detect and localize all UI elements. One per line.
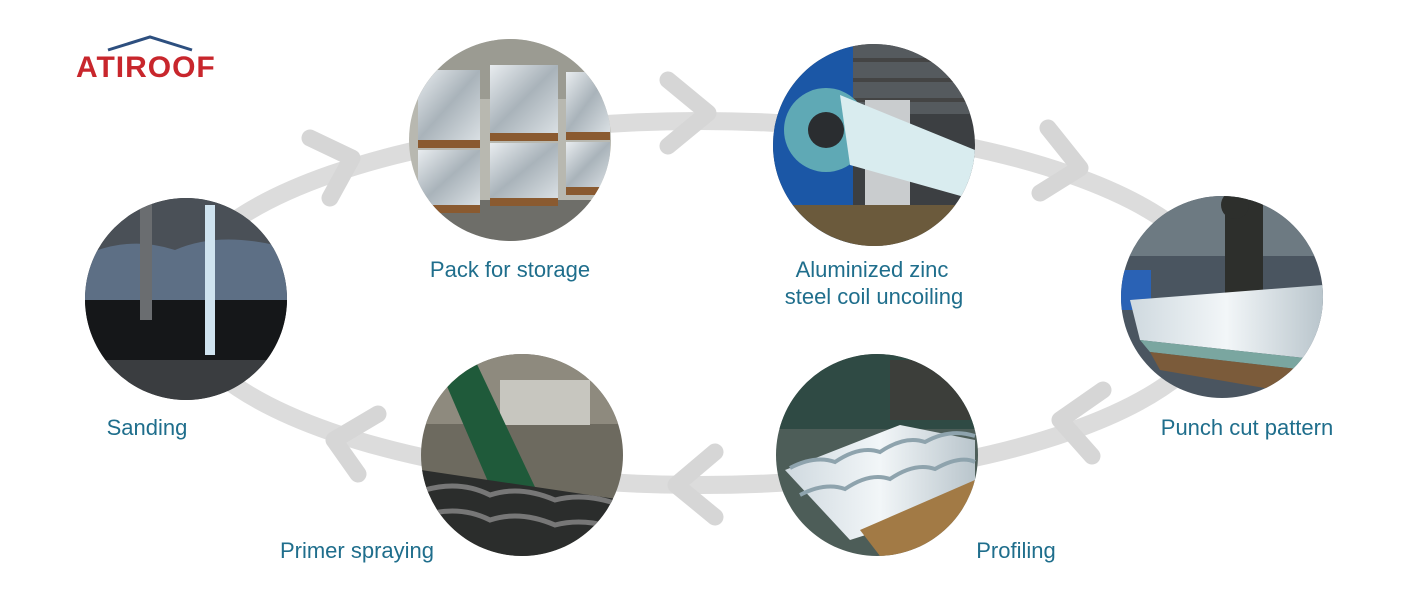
profiled-tiles-photo [776, 354, 978, 556]
arrow-pack-to-uncoil-icon [659, 71, 717, 155]
arrow-uncoil-to-punch-icon [1031, 119, 1089, 202]
punched-sheets-photo [1121, 196, 1323, 398]
logo-roof-icon [107, 35, 193, 52]
arrow-punch-to-profiling-icon [1051, 381, 1112, 465]
arrow-profiling-to-primer-icon [667, 443, 724, 526]
step-label-pack-for-storage: Pack for storage [430, 257, 590, 282]
atiroof-logo: ATIROOF [76, 35, 216, 84]
steel-coil-photo [773, 44, 975, 246]
step-label-profiling: Profiling [976, 538, 1055, 563]
arrow-sanding-to-pack-icon [301, 129, 361, 207]
sanding-machine-photo [85, 198, 287, 400]
cycle-arrows [301, 71, 1112, 526]
step-label-coil-uncoiling-line1: Aluminized zinc [796, 257, 949, 282]
step-label-sanding: Sanding [107, 415, 188, 440]
logo-text: ATIROOF [76, 51, 216, 84]
spray-line-photo [421, 354, 623, 556]
arrow-primer-to-sanding-icon [325, 405, 387, 483]
step-label-punch-cut-pattern: Punch cut pattern [1161, 415, 1333, 440]
step-label-coil-uncoiling-line2: steel coil uncoiling [785, 284, 964, 309]
step-label-primer-spraying: Primer spraying [280, 538, 434, 563]
stacked-pallets-photo [409, 39, 611, 241]
